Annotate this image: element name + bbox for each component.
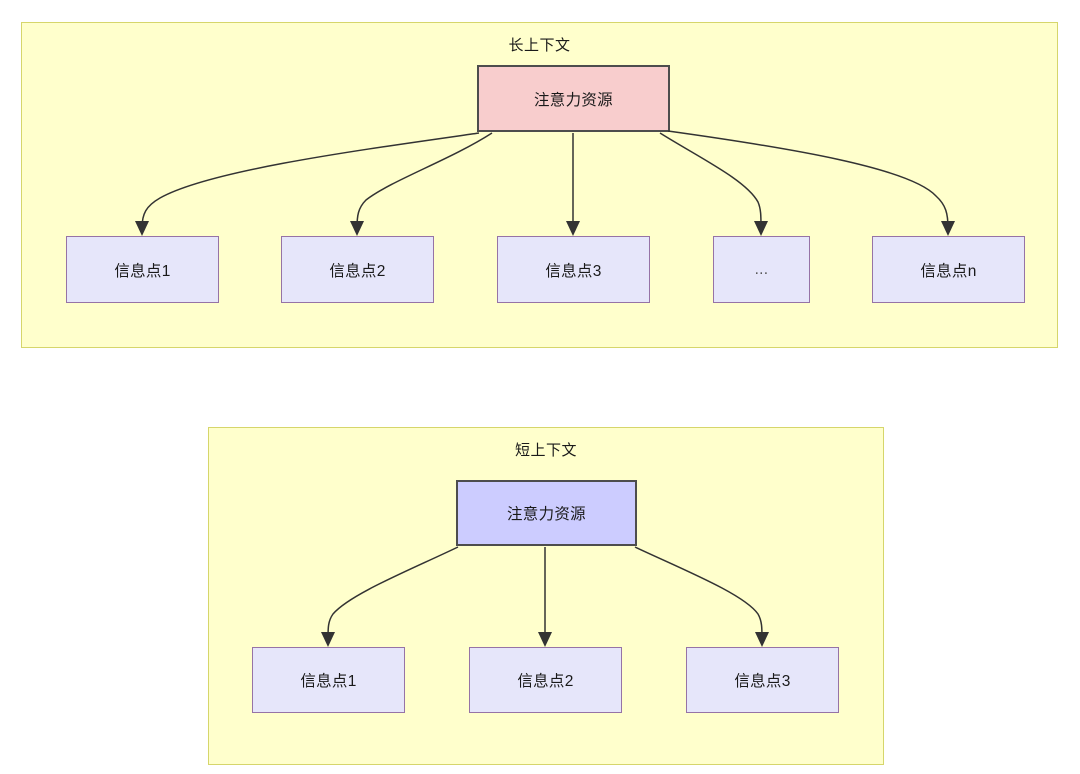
node-short-context-leaf-2[interactable]: 信息点2 (469, 647, 622, 713)
node-long-context-leaf-2[interactable]: 信息点2 (281, 236, 434, 303)
node-long-context-leaf-n[interactable]: 信息点n (872, 236, 1025, 303)
node-long-context-leaf-2-label: 信息点2 (329, 262, 386, 280)
node-long-context-leaf-n-label: 信息点n (920, 262, 977, 280)
node-long-context-leaf-1[interactable]: 信息点1 (66, 236, 219, 303)
node-short-context-root[interactable]: 注意力资源 (456, 480, 637, 546)
group-short-context[interactable]: 短上下文 (208, 427, 884, 765)
node-short-context-leaf-2-label: 信息点2 (517, 673, 574, 690)
node-long-context-leaf-ellipsis-label: ... (754, 260, 769, 278)
node-short-context-leaf-1-label: 信息点1 (300, 673, 357, 690)
group-long-context-title: 长上下文 (508, 37, 571, 54)
node-short-context-leaf-1[interactable]: 信息点1 (252, 647, 405, 713)
node-long-context-root-label: 注意力资源 (533, 91, 613, 109)
node-long-context-root[interactable]: 注意力资源 (477, 65, 670, 132)
group-short-context-title: 短上下文 (514, 442, 577, 459)
node-long-context-leaf-3[interactable]: 信息点3 (497, 236, 650, 303)
node-long-context-leaf-1-label: 信息点1 (114, 262, 171, 280)
node-short-context-leaf-3-label: 信息点3 (734, 673, 791, 690)
node-short-context-leaf-3[interactable]: 信息点3 (686, 647, 839, 713)
node-long-context-leaf-3-label: 信息点3 (545, 262, 602, 280)
node-short-context-root-label: 注意力资源 (506, 506, 586, 523)
node-long-context-leaf-ellipsis[interactable]: ... (713, 236, 810, 303)
